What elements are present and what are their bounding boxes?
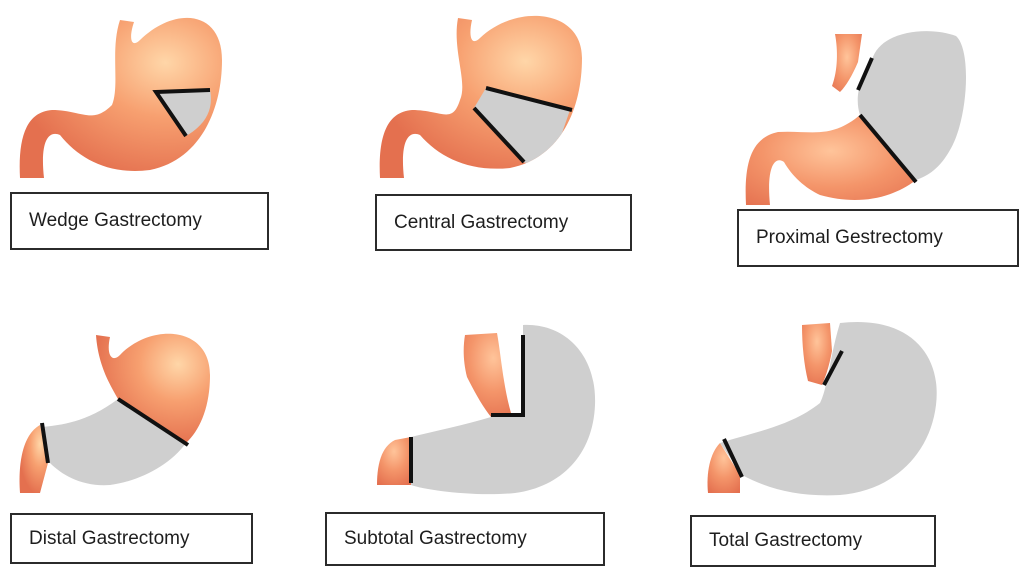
label-central-gastrectomy: Central Gastrectomy bbox=[375, 194, 632, 251]
panel-distal: Distal Gastrectomy bbox=[0, 315, 330, 570]
label-subtotal-gastrectomy: Subtotal Gastrectomy bbox=[325, 512, 605, 566]
panel-wedge: Wedge Gastrectomy bbox=[0, 0, 330, 260]
duodenal-stump bbox=[377, 437, 411, 485]
remaining-stomach bbox=[464, 333, 523, 417]
label-distal-gastrectomy: Distal Gastrectomy bbox=[10, 513, 253, 564]
label-wedge-gastrectomy: Wedge Gastrectomy bbox=[10, 192, 269, 250]
label-total-gastrectomy: Total Gastrectomy bbox=[690, 515, 936, 567]
esophagus-stump bbox=[832, 34, 862, 92]
panel-subtotal: Subtotal Gastrectomy bbox=[325, 315, 625, 570]
panel-total: Total Gastrectomy bbox=[680, 315, 1019, 570]
label-proximal-gestrectomy: Proximal Gestrectomy bbox=[737, 209, 1019, 267]
panel-proximal: Proximal Gestrectomy bbox=[720, 0, 1019, 270]
panel-central: Central Gastrectomy bbox=[360, 0, 690, 260]
